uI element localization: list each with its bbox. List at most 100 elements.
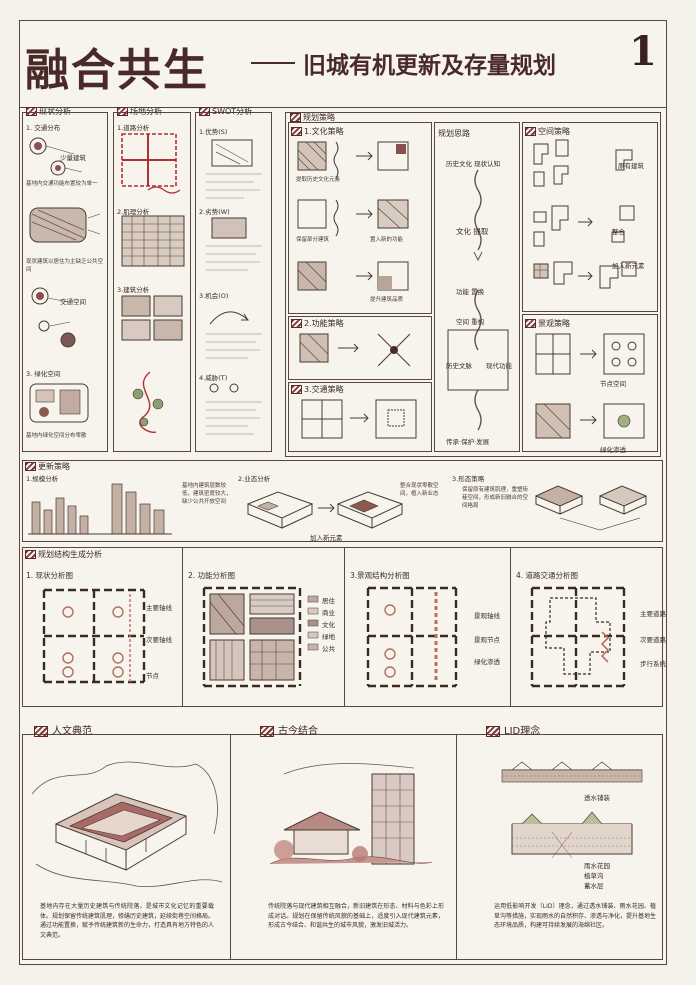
site-panel <box>113 112 191 452</box>
concept-flow-diagram <box>447 169 509 431</box>
concept-flow-1: 历史文化 现状认知 <box>446 160 501 168</box>
swot-item2: 2.劣势(W) <box>199 208 230 216</box>
title-block: 融合共生 旧城有机更新及存量规划 1 <box>19 20 667 108</box>
structure-div3 <box>510 547 511 707</box>
update-part2: 2.业态分析 <box>238 475 271 483</box>
update-part2-label: 加入新元素 <box>310 534 343 542</box>
present-item2-note: 现状建筑以居住为主缺乏公共空间 <box>26 259 104 273</box>
structure-legend1-a: 主要轴线 <box>146 604 172 612</box>
bottom-col1-text: 基地内存在大量历史建筑与传统院落，是城市文化记忆的重要载体。规划保留传统建筑肌理… <box>40 903 215 939</box>
structure-legend4-b: 次要道路 <box>640 636 666 644</box>
traffic-strategy-diagram <box>301 399 417 439</box>
update-strategy-header: 更新策略 <box>25 461 70 472</box>
culture-strategy-box <box>288 122 432 314</box>
structure-map-4 <box>530 586 626 688</box>
space-header: 空间策略 <box>525 126 570 137</box>
lid-label-2: 雨水花园 <box>584 862 610 870</box>
structure-legend4-c: 步行系统 <box>640 660 666 668</box>
present-item3-label: 交通空间 <box>60 298 86 306</box>
site-item2: 2.肌理分析 <box>117 208 150 216</box>
landscape-strategy-diagram <box>535 333 645 439</box>
swot-o-diagram <box>206 311 262 359</box>
swot-w-diagram <box>206 217 262 271</box>
space-note2: 整合 <box>612 228 625 236</box>
structure-panel2-title: 2. 功能分析图 <box>188 571 236 580</box>
present-item4-note: 基地内绿化空间分布零散 <box>26 433 87 439</box>
space-strategy-diagram <box>533 139 637 289</box>
strategy-sub2: 2.功能策略 <box>291 318 344 329</box>
structure-panel3-title: 3.景观结构分析图 <box>350 571 410 580</box>
heritage-sketch <box>31 761 223 888</box>
landscape-strategy-box <box>522 314 658 452</box>
concept-bottom: 传承·保护·发展 <box>446 438 490 446</box>
strategy-note4: 提升建筑品质 <box>370 297 404 303</box>
present-item1-note: 基地内交通功能布置较为单一 <box>26 181 98 187</box>
concept-flow-2: 文化 提取 <box>456 227 489 236</box>
concept-flow-4: 空间 重构 <box>456 318 485 326</box>
structure-div1 <box>182 547 183 707</box>
update-part3-note: 保留原有建筑肌理，重塑街巷空间，形成新旧融合的空间格局 <box>462 487 529 509</box>
update-part1-note: 基地内建筑层数较低，建筑密度较大，缺少公共开放空间 <box>182 483 232 505</box>
bottom-panel <box>22 734 663 960</box>
strategy-sub1: 1.文化策略 <box>291 126 344 137</box>
business-diagram <box>246 491 404 529</box>
structure-legend1-b: 次要轴线 <box>146 636 172 644</box>
swot-item1: 1.优势(S) <box>199 128 228 136</box>
structure-legend3-a: 景观轴线 <box>474 612 500 620</box>
strategy-note1: 提取历史文化元素 <box>296 177 341 183</box>
bottom-col3-header: LID理念 <box>486 722 540 737</box>
strategy-note2: 保留部分建筑 <box>296 237 330 243</box>
structure-map-3 <box>366 586 458 688</box>
present-item4: 3. 绿化空间 <box>26 370 61 378</box>
site-texture-diagram <box>121 215 185 267</box>
space-strategy-box <box>522 122 658 312</box>
bottom-div2 <box>456 734 457 960</box>
landscape-note2: 绿化渗透 <box>600 446 626 454</box>
bottom-div1 <box>230 734 231 960</box>
space-note3: 加入新元素 <box>612 262 645 270</box>
present-diagram-4 <box>29 383 89 423</box>
present-header: 现状分析 <box>26 106 71 117</box>
present-diagram-2 <box>29 207 101 243</box>
bottom-col2-text: 传统院落与现代建筑相互融合，新旧建筑在形态、材料与色彩上形成对话。规划在保留传统… <box>268 903 444 929</box>
structure-header: 规划结构生成分析 <box>25 549 102 560</box>
strategy-note3: 置入新的功能 <box>370 237 404 243</box>
update-part3: 3.形态策略 <box>452 475 485 483</box>
present-item1-label: 少量建筑 <box>60 154 86 162</box>
strategy-header: 规划策略 <box>290 112 335 123</box>
lid-label-1: 透水铺装 <box>584 794 610 802</box>
site-building-diagram <box>121 295 183 341</box>
update-part2-note: 整合现状零散空间，植入新业态 <box>400 483 439 497</box>
structure-legend2-c: 文化 <box>322 621 335 629</box>
ancient-modern-sketch <box>269 763 433 865</box>
strategy-sub3: 3.交通策略 <box>291 384 344 395</box>
structure-legend3-b: 景观节点 <box>474 636 500 644</box>
lid-label-3: 植草沟 <box>584 872 604 880</box>
structure-legend2-e: 公共 <box>322 645 335 653</box>
site-green-diagram <box>132 371 164 433</box>
swot-item3: 3.机会(O) <box>199 292 229 300</box>
space-note1: 原有建筑 <box>618 162 644 170</box>
title-sub: 旧城有机更新及存量规划 <box>303 52 556 79</box>
landscape-header: 景观策略 <box>525 318 570 329</box>
present-item1: 1. 交通分布 <box>26 124 61 132</box>
present-diagram-3 <box>31 287 76 348</box>
structure-legend2-swatches <box>307 595 319 651</box>
structure-legend2-b: 商业 <box>322 609 335 617</box>
lid-label-4: 蓄水层 <box>584 882 604 890</box>
structure-panel4-title: 4. 道路交通分析图 <box>516 571 579 580</box>
site-item1: 1.道路分析 <box>117 124 150 132</box>
concept-box <box>434 122 520 452</box>
concept-header: 规划思路 <box>438 129 470 138</box>
landscape-note1: 节点空间 <box>600 380 626 388</box>
bottom-col1-header: 人文典范 <box>34 722 92 737</box>
structure-panel <box>22 547 663 707</box>
structure-map-2 <box>202 586 302 688</box>
update-part1: 1.规模分析 <box>26 475 59 483</box>
lid-section-sketch <box>501 761 643 859</box>
structure-panel1-title: 1. 现状分析图 <box>26 571 74 580</box>
structure-map-1 <box>42 588 146 684</box>
structure-legend2-d: 绿地 <box>322 633 335 641</box>
swot-t-diagram <box>206 383 262 435</box>
